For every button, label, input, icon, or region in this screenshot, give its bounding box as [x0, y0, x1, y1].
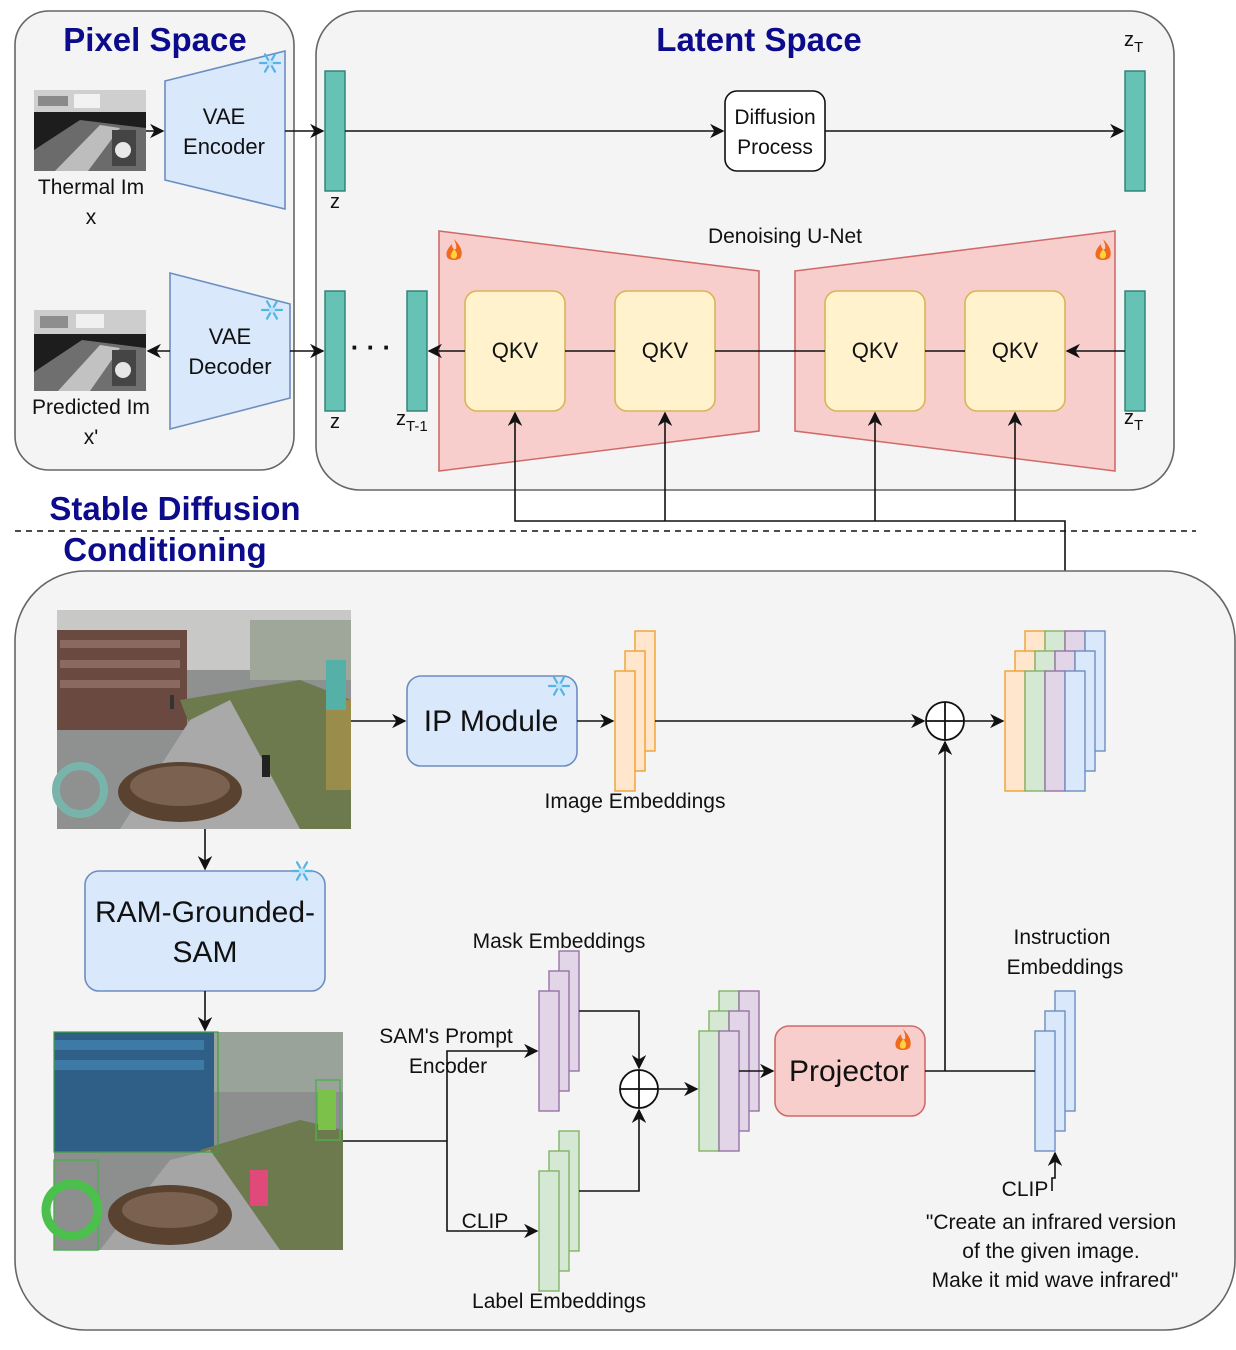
thermal-caption-line2: x	[86, 206, 97, 229]
diffusion-process-box	[724, 90, 826, 172]
concat-plus-top	[925, 701, 965, 741]
ram-sam-label-1: RAM-Grounded-	[95, 896, 315, 929]
vae-encoder-label-1: VAE	[203, 104, 245, 129]
thermal-image	[34, 90, 146, 171]
projector-label: Projector	[789, 1055, 909, 1088]
zt1-label: zT-1	[396, 408, 428, 435]
clip-right-label: CLIP	[1002, 1178, 1049, 1201]
mask-embeddings-stack	[538, 950, 580, 1112]
mask-embeddings-label: Mask Embeddings	[473, 930, 646, 953]
unet-title: Denoising U-Net	[708, 225, 862, 248]
thermal-caption-line1: Thermal Im	[38, 176, 144, 199]
concat-plus-bottom	[619, 1069, 659, 1109]
clip-left-label: CLIP	[462, 1210, 509, 1233]
prompt-line-2: of the given image.	[962, 1240, 1139, 1263]
predicted-caption-line1: Predicted Im	[32, 396, 150, 419]
zt-label-bottom: zT	[1124, 407, 1143, 434]
z-label-bottom: z	[330, 411, 340, 433]
predicted-image	[34, 310, 146, 391]
vae-encoder	[164, 49, 286, 211]
prompt-line-1: "Create an infrared version	[926, 1211, 1176, 1234]
predicted-caption-line2: x'	[84, 426, 99, 449]
z-label-top: z	[330, 191, 340, 213]
prompt-line-3: Make it mid wave infrared"	[932, 1269, 1179, 1292]
vae-decoder	[169, 271, 291, 431]
image-embeddings-label: Image Embeddings	[545, 790, 726, 813]
diffusion-process-label-1: Diffusion	[734, 106, 815, 129]
instruction-embeddings-label-2: Embeddings	[1007, 956, 1124, 979]
conditioning-connectors	[197, 713, 1063, 1239]
stable-diffusion-title: Stable Diffusion	[49, 490, 300, 527]
combined-embeddings-stack	[1004, 630, 1106, 792]
sam-prompt-encoder-label-1: SAM's Prompt	[379, 1025, 513, 1048]
latent-space-title: Latent Space	[656, 21, 861, 58]
input-rgb-image	[52, 610, 351, 829]
instruction-embeddings-stack	[1034, 990, 1076, 1152]
label-embeddings-label: Label Embeddings	[472, 1290, 646, 1313]
latent-zt-bottom	[1124, 290, 1146, 412]
label-embeddings-stack	[538, 1130, 580, 1292]
ram-grounded-sam-box	[84, 870, 326, 992]
qkv-label-4: QKV	[992, 338, 1039, 363]
pixel-space-title: Pixel Space	[63, 21, 246, 58]
diffusion-process-label-2: Process	[737, 136, 813, 159]
vae-decoder-label-1: VAE	[209, 324, 251, 349]
latent-z-bottom	[324, 290, 346, 412]
ellipsis-dots: · · ·	[351, 332, 391, 362]
latent-zt-top	[1124, 70, 1146, 192]
image-embeddings-stack	[614, 630, 656, 792]
instruction-embeddings-label-1: Instruction	[1014, 926, 1111, 949]
vae-decoder-label-2: Decoder	[188, 354, 271, 379]
qkv-label-2: QKV	[642, 338, 689, 363]
latent-z-top	[324, 70, 346, 192]
ip-module-label: IP Module	[424, 705, 559, 738]
segmented-image	[41, 1031, 343, 1251]
qkv-label-3: QKV	[852, 338, 899, 363]
ram-sam-label-2: SAM	[172, 936, 237, 969]
qkv-label-1: QKV	[492, 338, 539, 363]
conditioning-title: Conditioning	[63, 531, 266, 568]
latent-zt1	[406, 290, 428, 412]
sam-prompt-encoder-label-2: Encoder	[409, 1055, 487, 1078]
zt-label-top: zT	[1124, 29, 1143, 56]
vae-encoder-label-2: Encoder	[183, 134, 265, 159]
